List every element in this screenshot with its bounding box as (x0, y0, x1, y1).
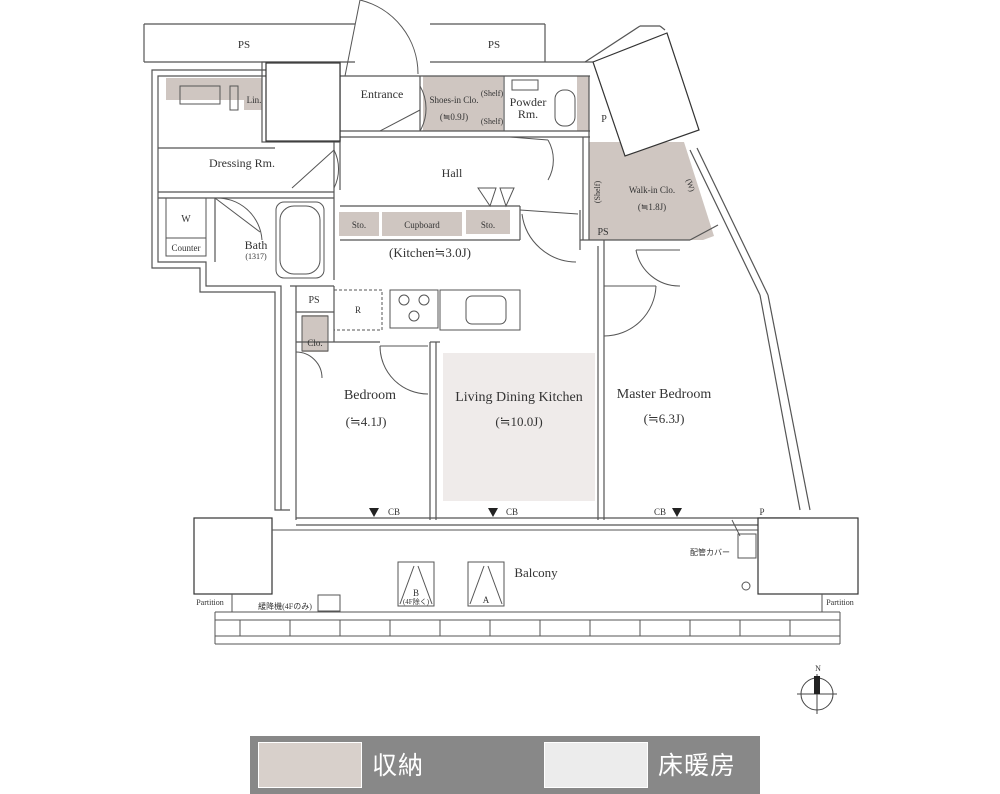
shelf-lower-label: (Shelf) (481, 117, 504, 126)
shoes-closet-area (423, 76, 503, 131)
cb-marker-1 (369, 508, 379, 517)
balcony-label: Balcony (514, 565, 558, 580)
legend: 収納 床暖房 (250, 736, 760, 794)
closet-area (302, 315, 328, 352)
bedroom-area-label: (≒4.1J) (346, 414, 387, 429)
room-labels: PS PS Entrance Shoes-in Clo. (≒0.9J) (Sh… (172, 39, 854, 673)
bath-size-label: (1317) (245, 252, 267, 261)
ac-a-label: A (483, 595, 490, 605)
cb-label-2: CB (506, 507, 518, 517)
shoes-closet-label: Shoes-in Clo. (429, 95, 478, 105)
cb-marker-2 (488, 508, 498, 517)
north-arrow-icon (797, 674, 837, 714)
ldk-area-label: (≒10.0J) (495, 414, 542, 429)
cupboard-area (382, 212, 462, 236)
refrigerator-label: R (355, 305, 361, 315)
legend-storage-swatch (258, 742, 362, 788)
bath-label: Bath (245, 238, 268, 252)
shoes-closet-area-label: (≒0.9J) (440, 112, 468, 122)
powder-shelf-area (577, 76, 589, 131)
balcony-structure (214, 529, 841, 645)
ldk-label: Living Dining Kitchen (455, 390, 583, 405)
p-top-label: P (601, 114, 607, 125)
interior-walls (158, 61, 810, 526)
kitchen-label: (Kitchen≒3.0J) (389, 245, 471, 260)
bedroom-label: Bedroom (344, 388, 396, 403)
legend-storage-label: 収納 (372, 751, 425, 780)
cb-label-1: CB (388, 507, 400, 517)
pipe-cover-label: 配管カバー (690, 547, 730, 557)
powder-room-label-2: Rm. (518, 107, 538, 121)
ps-top-right-label: PS (488, 39, 500, 51)
walk-in-closet-area (589, 142, 714, 240)
cb-label-3: CB (654, 507, 666, 517)
columns (193, 32, 859, 595)
escape-ladder-label: 緩降機(4Fのみ) (258, 601, 312, 611)
storage-right-area (466, 210, 510, 234)
ldk-floor-heating-area (443, 353, 595, 501)
ac-b-note-label: (4F除く) (403, 597, 430, 606)
walk-in-shelf-right-label: (W) (684, 178, 697, 193)
master-bedroom-label: Master Bedroom (617, 387, 712, 402)
linen-label: Lin. (247, 95, 262, 105)
ps-right-label: PS (597, 227, 608, 238)
entrance-label: Entrance (361, 87, 404, 101)
washer-label: W (181, 214, 191, 225)
ps-top-left-label: PS (238, 39, 250, 51)
linen-closet-area (244, 86, 262, 110)
cupboard-label: Cupboard (404, 220, 440, 230)
ps-mid-label: PS (308, 295, 319, 306)
master-bedroom-area-label: (≒6.3J) (644, 411, 685, 426)
storage-right-label: Sto. (481, 220, 495, 230)
north-label: N (815, 664, 821, 673)
storage-left-label: Sto. (352, 220, 366, 230)
storage-left-area (339, 212, 379, 236)
walk-in-closet-label: Walk-in Clo. (629, 185, 675, 195)
legend-floor-heating-label: 床暖房 (658, 751, 737, 780)
walk-in-shelf-left-label: (Shelf) (593, 181, 602, 204)
outer-walls (143, 23, 811, 511)
partition-left-label: Partition (196, 598, 224, 607)
walk-in-closet-area-label: (≒1.8J) (638, 202, 666, 212)
p-balcony-label: P (759, 507, 764, 517)
shelf-upper-label: (Shelf) (481, 89, 504, 98)
cb-markers (369, 508, 682, 517)
closet-label: Clo. (307, 338, 322, 348)
cb-marker-3 (672, 508, 682, 517)
balcony-railing-posts (239, 620, 791, 636)
dressing-room-label: Dressing Rm. (209, 156, 275, 170)
partition-right-label: Partition (826, 598, 854, 607)
counter-label: Counter (172, 243, 201, 253)
ac-b-label: B (413, 588, 419, 598)
doors (214, 0, 741, 537)
powder-room-label-1: Powder (510, 95, 547, 109)
hall-label: Hall (442, 166, 463, 180)
fixtures (165, 79, 576, 352)
legend-floor-heating-swatch (544, 742, 648, 788)
